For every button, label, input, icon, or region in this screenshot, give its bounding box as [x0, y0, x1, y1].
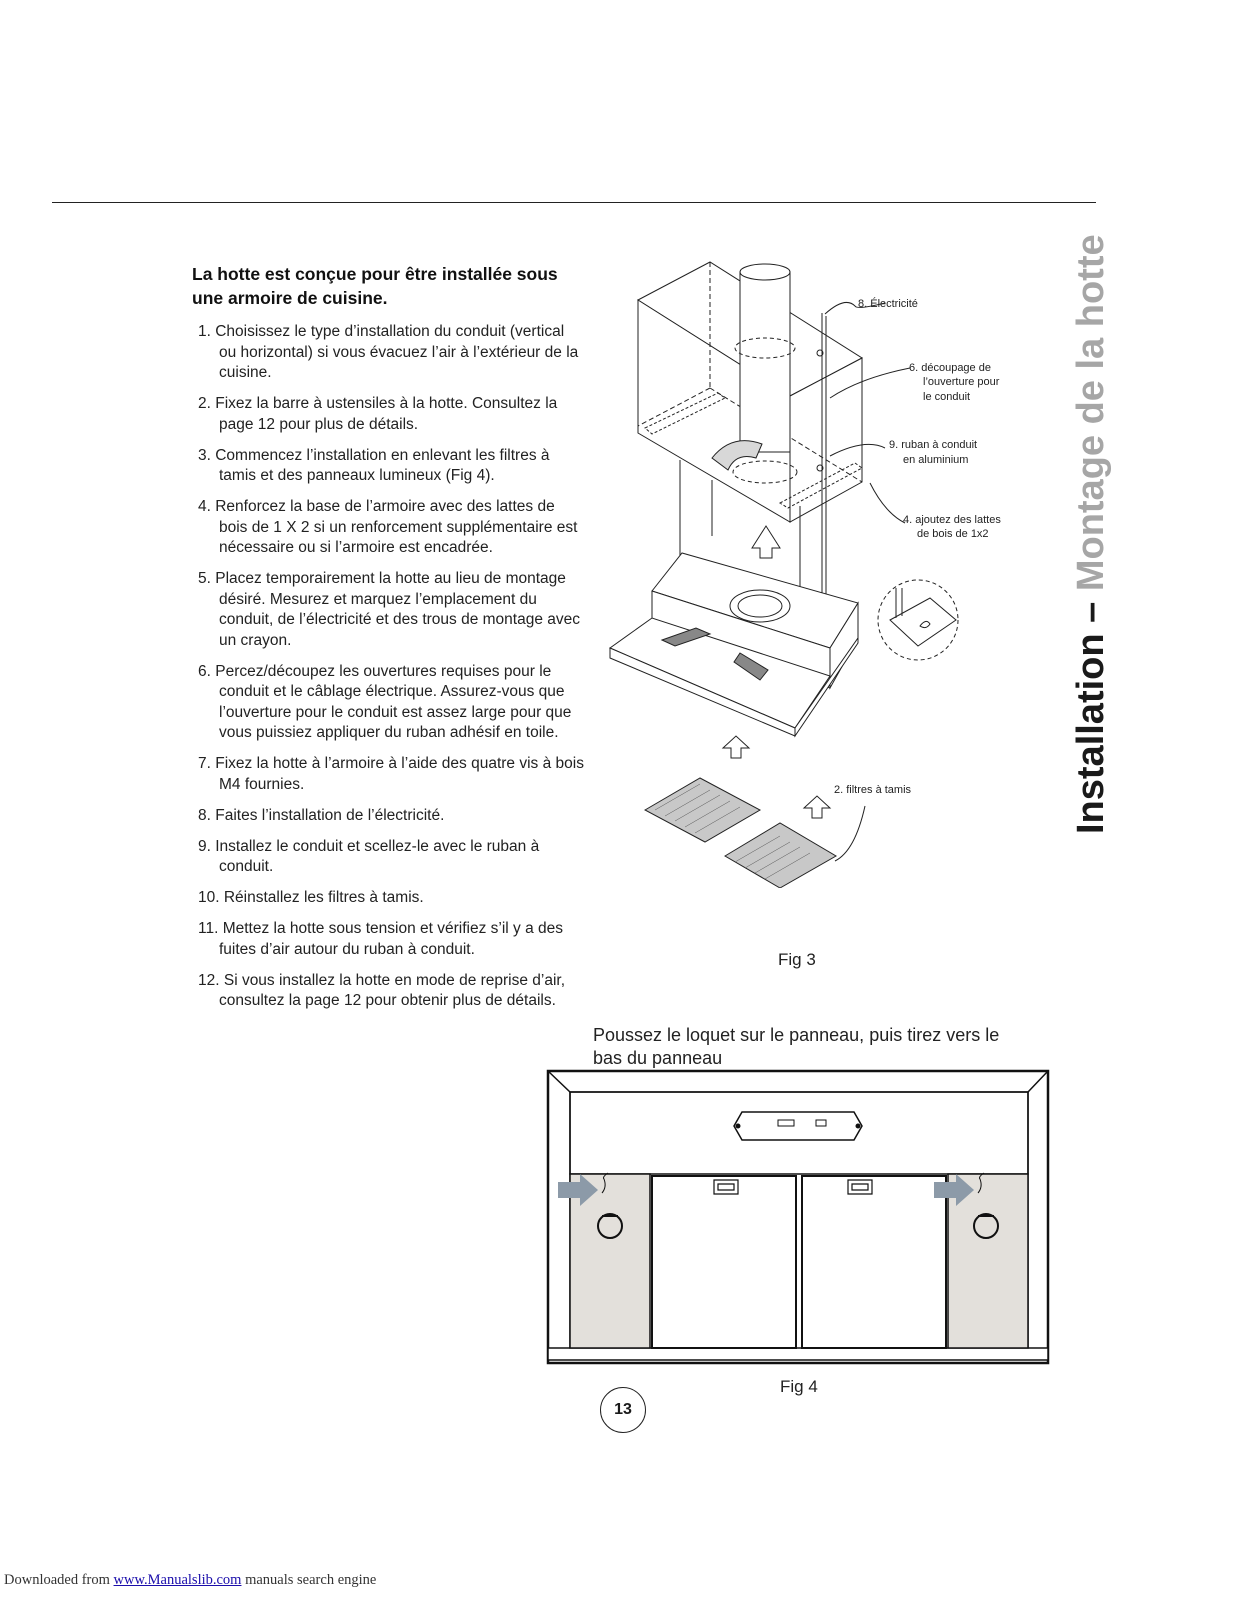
installation-steps: 1. Choisissez le type d’installation du … [190, 322, 585, 1022]
vertical-section-title: Installation – Montage de la hotte [1069, 234, 1113, 834]
step-item: 7. Fixez la hotte à l’armoire à l’aide d… [198, 755, 584, 793]
fig4-hood-bottom-view [546, 1069, 1050, 1365]
step-item: 3. Commencez l’installation en enlevant … [198, 446, 550, 485]
label-decoupage-2: l’ouverture pour [923, 376, 1000, 388]
label-decoupage-3: le conduit [923, 391, 970, 403]
page-number: 13 [600, 1387, 646, 1433]
label-lattes-2: de bois de 1x2 [917, 528, 989, 540]
label-electricite: 8. Électricité [858, 297, 918, 310]
step-item: 10. Réinstallez les filtres à tamis. [198, 889, 424, 906]
label-ruban-1: 9. ruban à conduit [889, 439, 977, 451]
label-ruban-2: en aluminium [903, 454, 968, 466]
label-lattes-1: 4. ajoutez des lattes [903, 514, 1001, 526]
step-item: 9. Installez le conduit et scellez-le av… [198, 837, 540, 876]
footer: Downloaded from www.Manualslib.com manua… [4, 1572, 376, 1589]
step-item: 4. Renforcez la base de l’armoire avec d… [198, 498, 578, 556]
label-decoupage-1: 6. découpage de [909, 362, 991, 374]
side-title-part1: Installation – [1070, 591, 1112, 834]
step-item: 2. Fixez la barre à ustensiles à la hott… [198, 395, 558, 433]
step-item: 8. Faites l’installation de l’électricit… [198, 806, 445, 824]
footer-prefix: Downloaded from [4, 1572, 114, 1588]
fig3-caption: Fig 3 [778, 950, 816, 969]
fig3-hood-installation-diagram: 8. Électricité 6. découpage de l’ouvertu… [608, 261, 1001, 888]
step-item: 12. Si vous installez la hotte en mode d… [198, 971, 566, 1010]
manualslib-link[interactable]: www.Manualslib.com [113, 1572, 242, 1588]
step-item: 11. Mettez la hotte sous tension et véri… [198, 920, 564, 958]
step-item: 6. Percez/découpez les ouvertures requis… [198, 662, 572, 742]
side-title-part2: Montage de la hotte [1070, 234, 1112, 592]
fig4-instruction: Poussez le loquet sur le panneau, puis t… [593, 1025, 1000, 1068]
fig4-caption: Fig 4 [780, 1377, 818, 1396]
label-filtres: 2. filtres à tamis [834, 784, 912, 796]
step-item: 5. Placez temporairement la hotte au lie… [198, 570, 581, 649]
section-heading: La hotte est conçue pour être installée … [192, 264, 558, 308]
step-item: 1. Choisissez le type d’installation du … [198, 323, 579, 381]
top-rule [52, 202, 1096, 203]
footer-suffix: manuals search engine [241, 1572, 377, 1588]
